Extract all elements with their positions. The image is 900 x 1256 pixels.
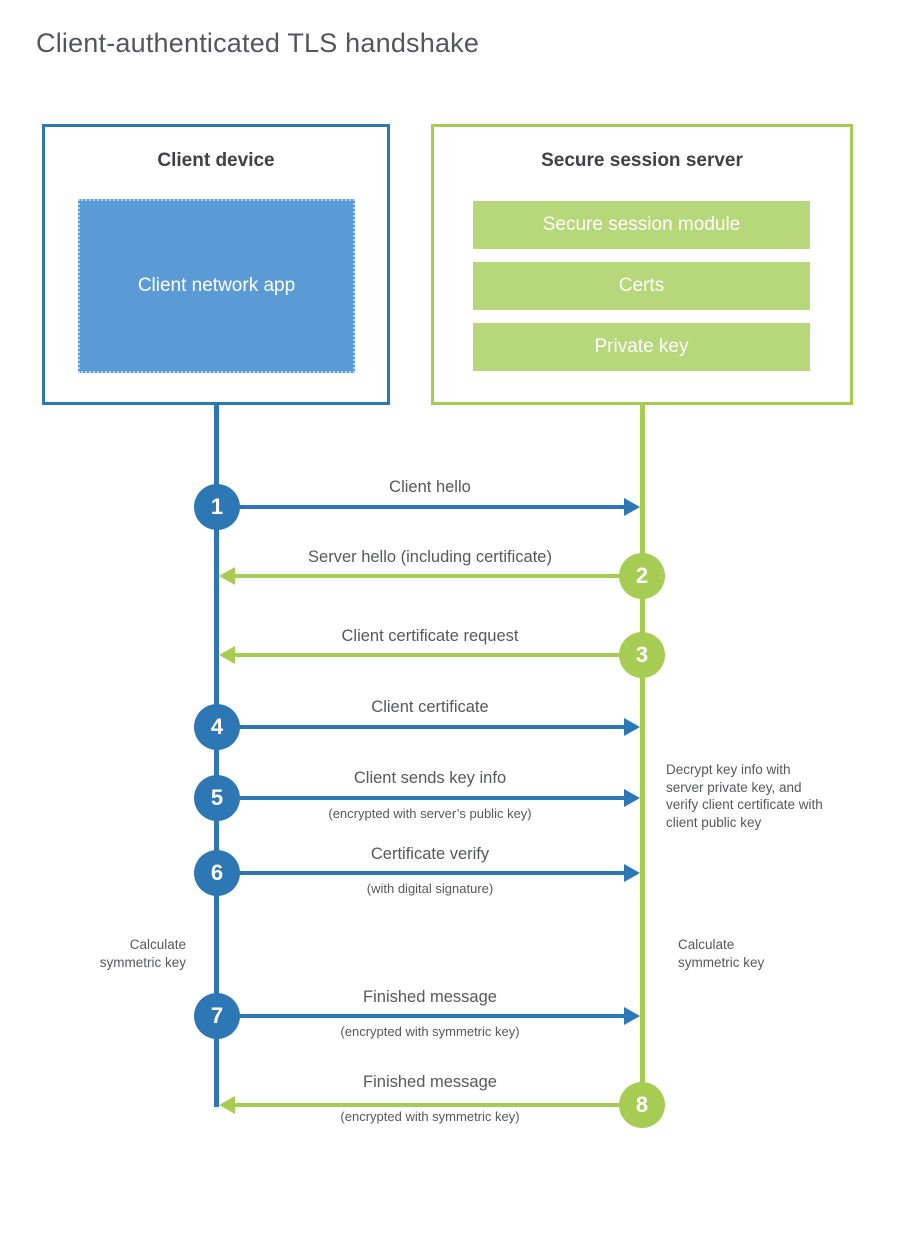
step-circle: 4 xyxy=(194,704,240,750)
message-arrow-line xyxy=(220,796,624,800)
message-sublabel: (encrypted with symmetric key) xyxy=(340,1109,520,1124)
step-number: 3 xyxy=(635,642,649,667)
step-number: 8 xyxy=(635,1092,649,1117)
message-sublabel: (with digital signature) xyxy=(366,881,494,896)
client-device-title: Client device xyxy=(157,150,275,171)
message-label: Finished message xyxy=(363,988,497,1006)
page-title: Client-authenticated TLS handshake xyxy=(36,28,480,58)
message-arrow-line xyxy=(220,1014,624,1018)
client-network-app-label: Client network app xyxy=(137,274,296,296)
step-circle: 6 xyxy=(194,850,240,896)
server-module-label: Secure session module xyxy=(542,214,741,235)
note-decrypt-key-info: Decrypt key info with server private key… xyxy=(666,762,823,830)
message-sublabel: (encrypted with symmetric key) xyxy=(340,1024,520,1039)
message-label: Client certificate request xyxy=(341,627,519,645)
server-module-secure-session: Secure session module xyxy=(473,201,810,249)
client-lifeline xyxy=(214,403,219,1107)
step-number: 6 xyxy=(210,860,224,885)
arrowhead-left-icon xyxy=(219,1096,235,1114)
client-network-app-box: Client network app xyxy=(78,199,355,373)
step-number: 4 xyxy=(210,714,224,739)
message-label: Certificate verify xyxy=(370,845,490,863)
step-circle: 7 xyxy=(194,993,240,1039)
arrowhead-left-icon xyxy=(219,567,235,585)
step-circle: 8 xyxy=(619,1082,665,1128)
server-title: Secure session server xyxy=(541,150,743,171)
message-label: Finished message xyxy=(363,1073,497,1091)
step-circle: 1 xyxy=(194,484,240,530)
server-module-certs: Certs xyxy=(473,262,810,310)
step-circle: 5 xyxy=(194,775,240,821)
note-calculate-symmetric-key-client: Calculate symmetric key xyxy=(99,937,186,970)
arrowhead-right-icon xyxy=(624,1007,640,1025)
server-module-private-key: Private key xyxy=(473,323,810,371)
arrowhead-right-icon xyxy=(624,498,640,516)
step-number: 2 xyxy=(635,563,649,588)
note-calculate-symmetric-key-server: Calculate symmetric key xyxy=(678,937,765,970)
message-arrow-line xyxy=(235,574,640,578)
arrowhead-right-icon xyxy=(624,718,640,736)
message-arrow-line xyxy=(235,1103,640,1107)
message-label: Server hello (including certificate) xyxy=(308,548,552,566)
message-arrow-line xyxy=(235,653,640,657)
arrowhead-right-icon xyxy=(624,864,640,882)
step-number: 5 xyxy=(210,785,224,810)
message-label: Client sends key info xyxy=(353,769,507,787)
message-arrow-line xyxy=(220,505,624,509)
message-sublabel: (encrypted with server’s public key) xyxy=(328,806,532,821)
message-label: Client hello xyxy=(389,478,471,496)
arrowhead-right-icon xyxy=(624,789,640,807)
server-lifeline xyxy=(640,403,645,1105)
message-arrow-line xyxy=(220,725,624,729)
step-number: 1 xyxy=(210,494,224,519)
message-label: Client certificate xyxy=(371,698,489,716)
step-number: 7 xyxy=(210,1003,224,1028)
server-module-label: Private key xyxy=(594,336,689,357)
message-arrow-line xyxy=(220,871,624,875)
server-module-label: Certs xyxy=(618,275,665,296)
step-circle: 3 xyxy=(619,632,665,678)
arrowhead-left-icon xyxy=(219,646,235,664)
step-circle: 2 xyxy=(619,553,665,599)
